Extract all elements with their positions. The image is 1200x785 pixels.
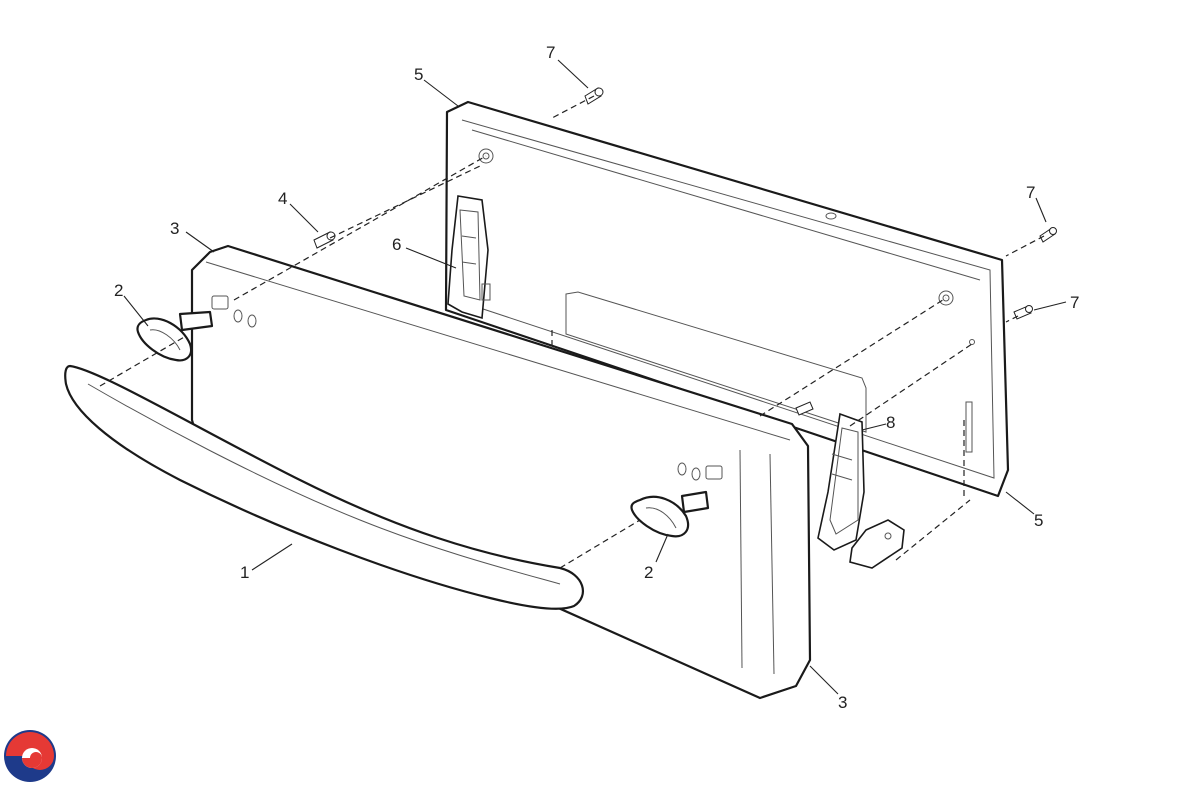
assembly-lines [99, 95, 1045, 569]
screw-lower [795, 401, 814, 416]
callout-5-top: 5 [414, 65, 423, 84]
end-cap-left [136, 310, 214, 362]
callout-3-top: 3 [170, 219, 179, 238]
leader-lines [123, 59, 1067, 695]
callout-5-bottom: 5 [1034, 511, 1043, 530]
callout-2-right: 2 [644, 563, 653, 582]
screw-4 [313, 231, 336, 249]
end-cap-right [630, 490, 710, 538]
callout-2-left: 2 [114, 281, 123, 300]
callout-4: 4 [278, 189, 287, 208]
callout-1: 1 [240, 563, 249, 582]
callout-6: 6 [392, 235, 401, 254]
callout-7-right-upper: 7 [1026, 183, 1035, 202]
door-handle [64, 364, 584, 610]
screw-7-right-upper [1039, 227, 1057, 243]
back-door-panel [444, 100, 1010, 498]
callout-labels: 1 2 2 3 3 4 5 5 6 7 7 7 8 [114, 43, 1079, 712]
hinge-right [817, 412, 905, 569]
callout-8: 8 [886, 413, 895, 432]
callout-3-bottom: 3 [838, 693, 847, 712]
swirl-logo-icon [4, 730, 56, 782]
screw-7-right-lower [1013, 305, 1033, 320]
callout-7-right-lower: 7 [1070, 293, 1079, 312]
callout-7-top: 7 [546, 43, 555, 62]
front-door-panel [190, 244, 812, 700]
hinge-left [447, 195, 491, 320]
